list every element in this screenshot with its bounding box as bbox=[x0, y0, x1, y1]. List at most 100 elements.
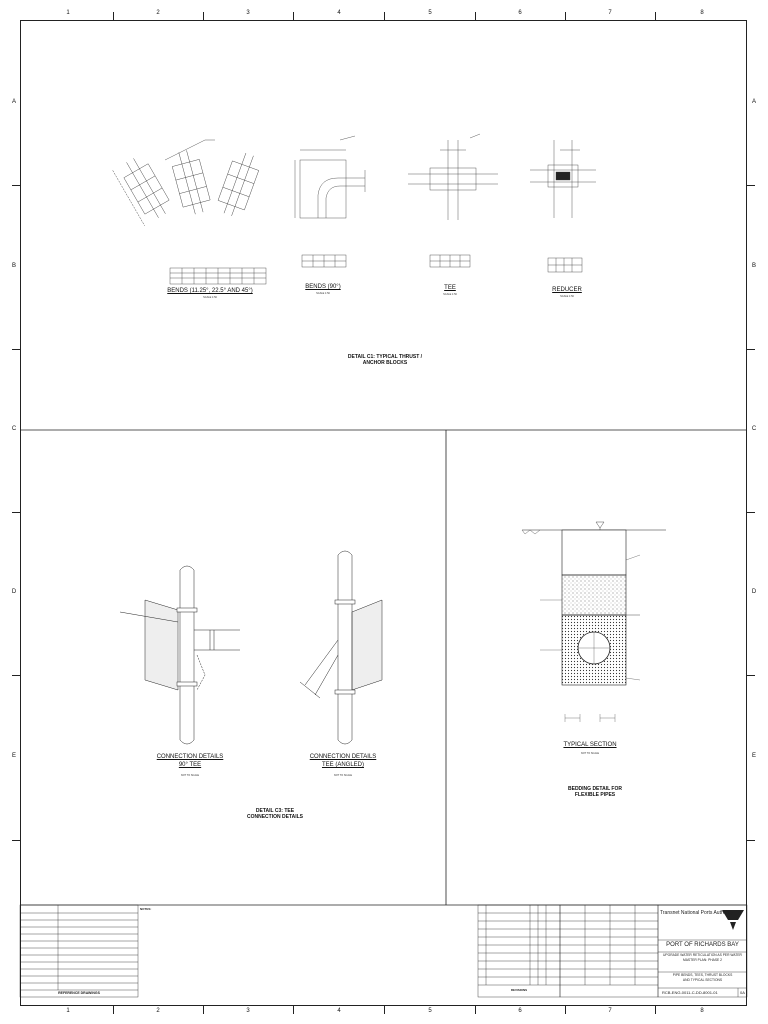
project-title: UPGRADE WATER RETICULATION AS PER WATER … bbox=[658, 953, 747, 962]
drawing-title: PIPE BENDS, TEES, THRUST BLOCKS AND TYPI… bbox=[658, 973, 747, 982]
reducer-scale: SCALE 1:50 bbox=[560, 295, 574, 298]
tee-scale: SCALE 1:50 bbox=[443, 293, 457, 296]
tee-title: TEE bbox=[444, 285, 456, 291]
revisions-heading: REVISIONS bbox=[510, 988, 528, 992]
column-number-5: 5 bbox=[428, 10, 432, 16]
row-letter-A: A bbox=[11, 99, 16, 105]
grid-tick bbox=[113, 12, 114, 20]
grid-tick bbox=[384, 12, 385, 20]
grid-tick bbox=[113, 1006, 114, 1014]
grid-tick bbox=[747, 512, 755, 513]
row-letter-E: E bbox=[11, 753, 16, 759]
typical-section-title: TYPICAL SECTION bbox=[563, 742, 617, 748]
bends-drawing bbox=[112, 139, 267, 285]
grid-tick bbox=[565, 1006, 566, 1014]
column-number-3: 3 bbox=[246, 10, 250, 16]
project-title-line1: UPGRADE WATER RETICULATION AS PER WATER bbox=[663, 953, 742, 957]
bend90-drawing bbox=[294, 135, 366, 268]
row-letter-D: D bbox=[751, 589, 757, 595]
grid-tick bbox=[475, 12, 476, 20]
grid-tick bbox=[747, 675, 755, 676]
column-number-7: 7 bbox=[608, 10, 612, 16]
grid-tick bbox=[12, 512, 20, 513]
grid-tick bbox=[655, 12, 656, 20]
column-number-5: 5 bbox=[428, 1008, 432, 1014]
row-letter-A: A bbox=[751, 99, 756, 105]
bends-title: BENDS (11.25°, 22.5° AND 45°) bbox=[167, 288, 253, 294]
tee-angled-scale: NOT TO SCALE bbox=[333, 774, 353, 777]
reducer-title: REDUCER bbox=[552, 287, 582, 293]
bedding-detail-caption-line1: BEDDING DETAIL FOR bbox=[568, 786, 622, 792]
grid-tick bbox=[12, 840, 20, 841]
row-letter-C: C bbox=[751, 426, 757, 432]
company-logo bbox=[722, 910, 744, 930]
tee-angled-title-line2: TEE (ANGLED) bbox=[321, 762, 364, 768]
panel-dividers bbox=[20, 429, 747, 906]
detail-c1-caption-line2: ANCHOR BLOCKS bbox=[362, 360, 408, 366]
bedding-detail-caption-line2: FLEXIBLE PIPES bbox=[574, 792, 616, 798]
column-number-6: 6 bbox=[518, 1008, 522, 1014]
grid-tick bbox=[12, 675, 20, 676]
client-name: Transnet National Ports Authority bbox=[660, 910, 734, 916]
grid-tick bbox=[203, 12, 204, 20]
row-letter-D: D bbox=[11, 589, 17, 595]
grid-tick bbox=[747, 349, 755, 350]
drawing-title-line2: AND TYPICAL SECTIONS bbox=[682, 977, 723, 982]
port-name: PORT OF RICHARDS BAY bbox=[666, 942, 739, 948]
grid-tick bbox=[475, 1006, 476, 1014]
row-letter-E: E bbox=[751, 753, 756, 759]
tee90-title-line1: CONNECTION DETAILS bbox=[156, 754, 224, 760]
grid-tick bbox=[12, 349, 20, 350]
column-number-8: 8 bbox=[700, 1008, 704, 1014]
bend90-scale: SCALE 1:50 bbox=[316, 292, 330, 295]
detail-c1-caption: DETAIL C1: TYPICAL THRUST / ANCHOR BLOCK… bbox=[340, 354, 430, 366]
grid-tick bbox=[293, 1006, 294, 1014]
drawing-number: RCB-ENG-0011-C-DD-8001-01 bbox=[662, 990, 718, 995]
column-number-7: 7 bbox=[608, 1008, 612, 1014]
grid-tick bbox=[384, 1006, 385, 1014]
column-number-4: 4 bbox=[337, 1008, 341, 1014]
bends-scale: SCALE 1:50 bbox=[203, 296, 217, 299]
reference-drawings-heading: REFERENCE DRAWINGS bbox=[58, 991, 100, 995]
reducer-drawing bbox=[530, 140, 596, 273]
tee-drawing bbox=[408, 133, 498, 268]
grid-tick bbox=[293, 12, 294, 20]
grid-tick bbox=[565, 12, 566, 20]
column-number-1: 1 bbox=[66, 10, 70, 16]
column-number-1: 1 bbox=[66, 1008, 70, 1014]
revision-code: 0A bbox=[740, 990, 745, 995]
column-number-3: 3 bbox=[246, 1008, 250, 1014]
tee90-connection-drawing bbox=[119, 565, 240, 745]
detail-c3-caption-line1: DETAIL C3: TEE bbox=[255, 808, 295, 814]
project-title-line2: MASTER PLAN: PHASE 2 bbox=[682, 957, 723, 962]
row-letter-C: C bbox=[11, 426, 17, 432]
column-number-4: 4 bbox=[337, 10, 341, 16]
tee-angled-title: CONNECTION DETAILS TEE (ANGLED) bbox=[308, 753, 378, 769]
tee-angled-title-line1: CONNECTION DETAILS bbox=[309, 754, 377, 760]
grid-tick bbox=[747, 185, 755, 186]
drawing-frame bbox=[20, 20, 747, 1006]
drawing-title-line1: PIPE BENDS, TEES, THRUST BLOCKS bbox=[672, 973, 733, 977]
grid-tick bbox=[747, 840, 755, 841]
detail-c3-caption-line2: CONNECTION DETAILS bbox=[246, 814, 304, 820]
row-letter-B: B bbox=[751, 263, 756, 269]
notes-heading: NOTES: bbox=[140, 907, 152, 911]
column-number-8: 8 bbox=[700, 10, 704, 16]
column-number-2: 2 bbox=[156, 10, 160, 16]
column-number-6: 6 bbox=[518, 10, 522, 16]
grid-tick bbox=[12, 185, 20, 186]
bedding-detail-caption: BEDDING DETAIL FOR FLEXIBLE PIPES bbox=[550, 786, 640, 798]
title-block-lines bbox=[19, 904, 748, 998]
grid-tick bbox=[203, 1006, 204, 1014]
grid-tick bbox=[655, 1006, 656, 1014]
tee90-title: CONNECTION DETAILS 90° TEE bbox=[155, 753, 225, 769]
detail-c1-caption-line1: DETAIL C1: TYPICAL THRUST / bbox=[347, 354, 423, 360]
typical-section-scale: NOT TO SCALE bbox=[580, 752, 600, 755]
column-number-2: 2 bbox=[156, 1008, 160, 1014]
row-letter-B: B bbox=[11, 263, 16, 269]
detail-c3-caption: DETAIL C3: TEE CONNECTION DETAILS bbox=[230, 808, 320, 820]
bend90-title: BENDS (90°) bbox=[305, 284, 341, 290]
typical-section-drawing bbox=[521, 521, 666, 722]
tee90-scale: NOT TO SCALE bbox=[180, 774, 200, 777]
